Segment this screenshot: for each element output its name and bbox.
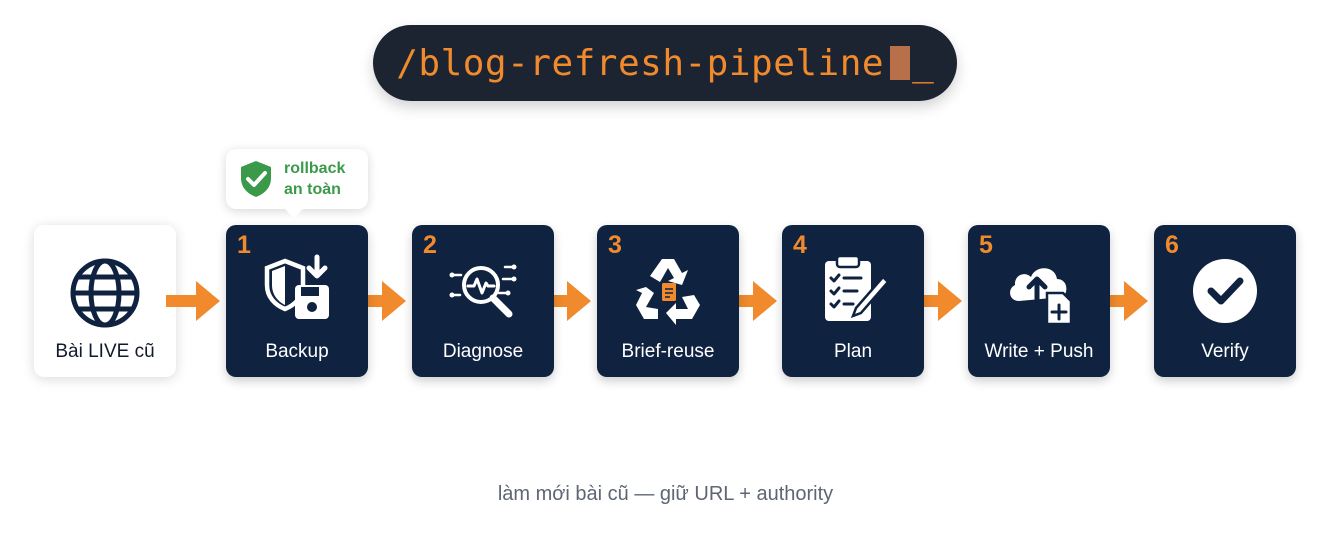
step-verify: 6 Verify (1154, 225, 1296, 377)
source-label: Bài LIVE cũ (55, 341, 155, 362)
source-node: Bài LIVE cũ (34, 225, 176, 377)
step-write-push: 5 Write + Push (968, 225, 1110, 377)
arrow-icon (352, 281, 406, 321)
cursor-underscore: _ (912, 42, 934, 84)
cursor-block (890, 46, 911, 80)
step-plan: 4 Plan (782, 225, 924, 377)
step-number: 3 (608, 231, 622, 259)
step-label: Brief-reuse (621, 341, 715, 362)
caption: làm mới bài cũ — giữ URL + authority (497, 483, 834, 505)
arrow-icon (1094, 281, 1148, 321)
step-number: 5 (979, 231, 993, 259)
step-label: Backup (265, 341, 329, 362)
globe-icon (70, 258, 140, 328)
step-number: 2 (423, 231, 437, 259)
cloud-upload-document-icon (1010, 268, 1073, 325)
step-number: 4 (793, 231, 807, 259)
arrow-icon (537, 281, 591, 321)
rollback-tooltip: rollback an toàn (226, 149, 368, 218)
step-label: Plan (833, 341, 873, 362)
step-backup: 1 Backup (226, 225, 368, 377)
step-brief-reuse: 3 Brief-reuse (597, 225, 739, 377)
step-number: 6 (1165, 231, 1179, 259)
arrow-icon (908, 281, 962, 321)
arrow-icon (723, 281, 777, 321)
step-label: Diagnose (442, 341, 524, 362)
step-diagnose: 2 Diagnose (412, 225, 554, 377)
recycle-document-icon (636, 259, 700, 325)
magnifier-pulse-icon (449, 264, 517, 318)
arrow-icon (166, 281, 220, 321)
shield-download-disk-icon (264, 254, 329, 319)
step-number: 1 (237, 231, 251, 259)
tooltip-text: rollback an toàn (284, 160, 346, 198)
shield-check-icon (241, 161, 271, 197)
check-circle-icon (1193, 259, 1257, 323)
command-text: /blog-refresh-pipeline (396, 42, 885, 84)
step-label: Write + Push (984, 341, 1094, 362)
step-label: Verify (1201, 341, 1249, 362)
command-bar: /blog-refresh-pipeline _ (373, 25, 957, 101)
clipboard-pencil-icon (825, 254, 889, 321)
